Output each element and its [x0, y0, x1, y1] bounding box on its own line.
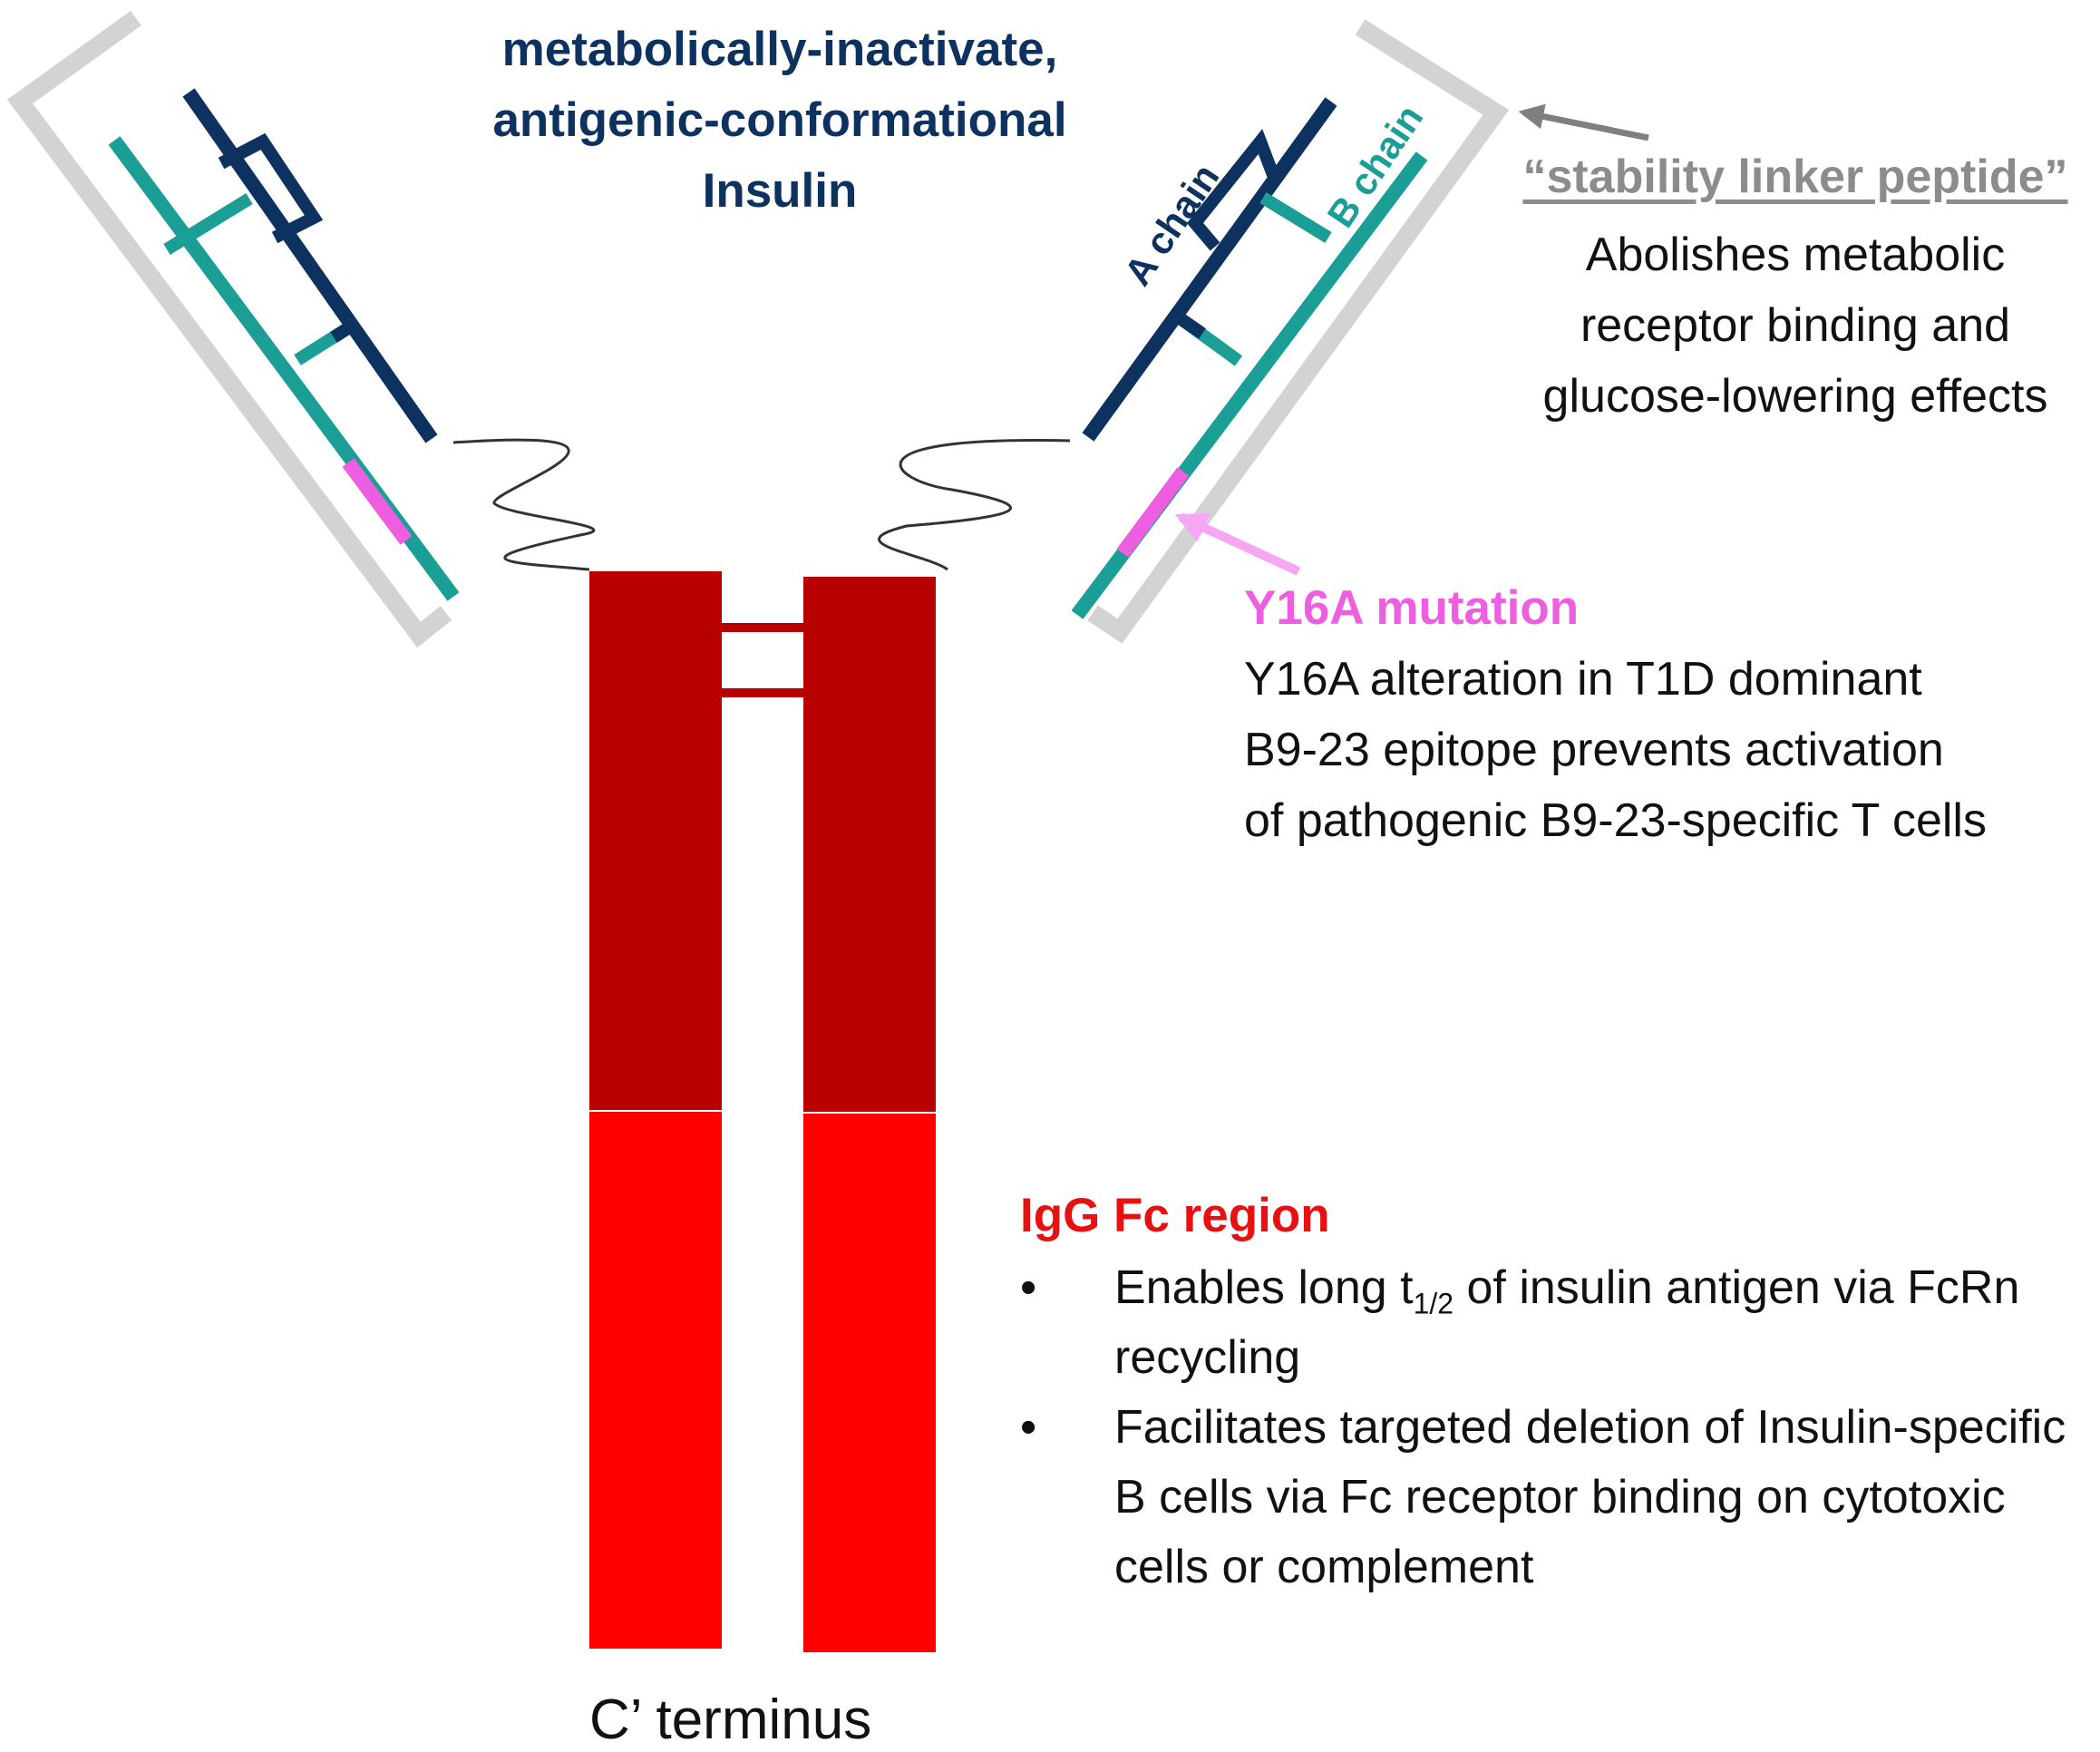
fc-bullet-item-2: • Facilitates targeted deletion of Insuli…	[1020, 1393, 2099, 1602]
left-a-chain-loop	[218, 132, 324, 244]
mutation-annotation-title: Y16A mutation	[1244, 581, 1580, 635]
fc-annotation-list: • Enables long t1/2 of insulin antigen vi…	[1020, 1253, 2099, 1602]
y16a-desc-line-3: of pathogenic B9-23-specific T cells	[1244, 794, 1987, 847]
right-a-chain-loop	[1186, 129, 1281, 251]
left-hinge-linker	[452, 438, 596, 571]
left-insulin-arm	[6, 10, 460, 648]
right-a-chain	[1082, 97, 1337, 442]
bullet-icon: •	[1020, 1401, 1037, 1454]
fc-item-1-text-end: of insulin antigen via FcRn recycling	[1114, 1261, 2020, 1384]
fc-annotation-title: IgG Fc region	[1020, 1189, 1330, 1242]
left-a-chain	[182, 88, 438, 443]
title-line-2: antigenic-conformational	[492, 93, 1067, 147]
bullet-icon: •	[1020, 1261, 1037, 1314]
linker-desc-line-1: Abolishes metabolic	[1585, 229, 2006, 281]
right-linker-box	[1087, 19, 1510, 644]
fc-item-1-subscript: 1/2	[1413, 1287, 1454, 1320]
right-disulfide-bond-2b	[1175, 312, 1206, 339]
title-line-3: Insulin	[702, 164, 858, 218]
left-disulfide-bond-2b	[330, 317, 360, 343]
mutation-arrow	[1174, 512, 1301, 576]
fc-item-1-text: Enables long t	[1114, 1261, 1414, 1314]
right-hinge-linker	[878, 439, 1071, 571]
right-disulfide-bond-1	[1259, 192, 1332, 243]
linker-desc-line-2: receptor binding and	[1580, 299, 2011, 352]
left-fc-block	[589, 1112, 722, 1649]
right-fab-block	[803, 577, 936, 1112]
diagram-title: metabolically-inactivate, antigenic-conf…	[390, 15, 1170, 227]
left-disulfide-bond-1	[163, 193, 253, 255]
mutation-annotation-description: Y16A alteration in T1D dominant B9-23 ep…	[1244, 644, 2087, 856]
linker-annotation-description: Abolishes metabolic receptor binding and…	[1487, 219, 2100, 432]
fc-stems	[589, 571, 936, 1652]
y16a-desc-line-1: Y16A alteration in T1D dominant	[1244, 653, 1922, 706]
title-line-1: metabolically-inactivate,	[501, 23, 1058, 76]
c-terminus-label: C’ terminus	[589, 1689, 872, 1751]
left-linker-box	[6, 10, 452, 648]
right-insulin-arm	[1071, 19, 1510, 644]
fc-bullet-item-1: • Enables long t1/2 of insulin antigen vi…	[1020, 1253, 2099, 1393]
linker-annotation-title: “stability linker peptide”	[1522, 151, 2068, 203]
left-mutation-segment	[342, 458, 413, 545]
linker-desc-line-3: glucose-lowering effects	[1542, 370, 2048, 423]
fc-item-2-text: Facilitates targeted deletion of Insulin…	[1114, 1401, 2066, 1593]
linker-arrow	[1518, 103, 1649, 141]
y16a-desc-line-2: B9-23 epitope prevents activation	[1244, 724, 1944, 776]
right-fc-block	[803, 1114, 936, 1652]
right-mutation-segment	[1116, 467, 1190, 558]
left-fab-block	[589, 571, 722, 1110]
